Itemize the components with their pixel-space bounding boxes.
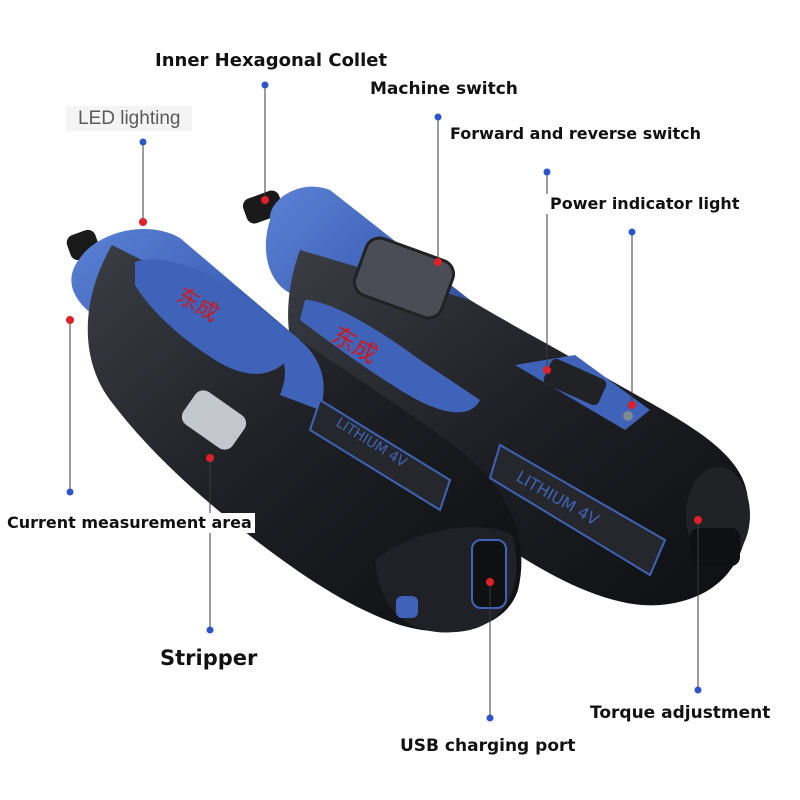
leader-lines [69, 85, 699, 718]
screwdriver-right: 东成 LITHIUM 4V [242, 186, 750, 606]
right-tool-side-panel [300, 300, 480, 413]
label-current-measurement-area: Current measurement area [4, 513, 255, 533]
torque-adjustment-dial [690, 528, 740, 566]
screwdriver-left: 东成 LITHIUM 4V [66, 228, 522, 633]
feature-markers [66, 196, 702, 586]
label-power-indicator-light: Power indicator light [546, 194, 744, 214]
current-measurement-window [181, 390, 247, 450]
label-led-lighting: LED lighting [66, 106, 193, 131]
label-machine-switch: Machine switch [366, 79, 522, 100]
label-torque-adjustment: Torque adjustment [586, 703, 775, 724]
machine-switch-button [352, 236, 456, 320]
label-usb-charging-port: USB charging port [396, 736, 580, 757]
label-stripper: Stripper [156, 646, 262, 671]
right-tool-body [288, 250, 749, 606]
usb-port-cover [471, 539, 507, 609]
leader-dots [66, 81, 702, 722]
left-battery-panel [308, 398, 452, 512]
left-tool-grip-ribs [265, 330, 324, 410]
left-tool-side-panel [135, 259, 300, 374]
right-battery-panel [488, 443, 667, 577]
power-indicator-lamp [623, 411, 633, 421]
stripper-notch [396, 596, 418, 618]
label-forward-reverse-switch: Forward and reverse switch [446, 124, 706, 144]
label-inner-hexagonal-collet: Inner Hexagonal Collet [150, 50, 393, 72]
forward-reverse-slider [543, 358, 607, 406]
